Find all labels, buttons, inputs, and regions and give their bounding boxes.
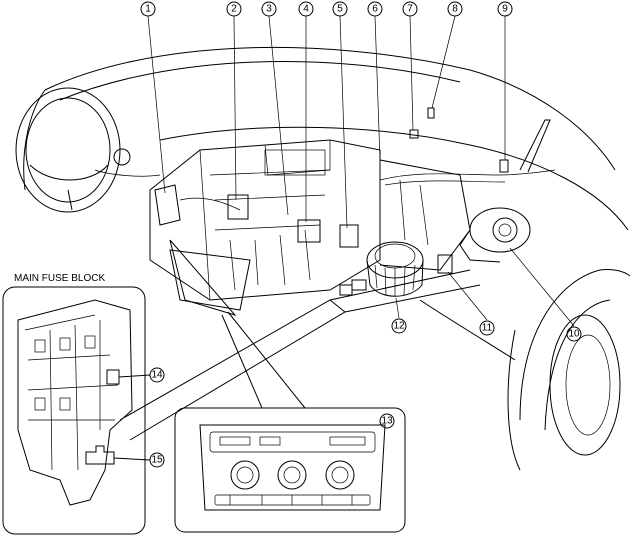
callout-8: 8 <box>447 1 463 17</box>
callout-3: 3 <box>261 1 277 17</box>
callout-11: 11 <box>479 320 495 336</box>
svg-text:6: 6 <box>372 4 378 15</box>
callout-2: 2 <box>226 1 242 17</box>
callout-5: 5 <box>332 1 348 17</box>
callout-14: 14 <box>149 367 165 383</box>
fuse-block-label: MAIN FUSE BLOCK <box>14 273 105 284</box>
callout-7: 7 <box>402 1 418 17</box>
svg-text:15: 15 <box>151 455 163 466</box>
steering-wheel <box>15 87 161 213</box>
callout-10: 10 <box>566 326 582 342</box>
leader-lines <box>147 15 575 327</box>
svg-text:1: 1 <box>145 4 151 15</box>
svg-text:11: 11 <box>482 323 493 334</box>
svg-text:2: 2 <box>231 4 237 15</box>
ac-compressor <box>459 119 551 263</box>
callout-1: 1 <box>140 1 156 17</box>
vehicle-body <box>23 46 630 471</box>
svg-text:8: 8 <box>452 4 458 15</box>
svg-text:7: 7 <box>407 4 413 15</box>
svg-text:14: 14 <box>151 370 163 381</box>
callout-12: 12 <box>391 318 407 334</box>
callout-4: 4 <box>298 1 314 17</box>
callout-9: 9 <box>497 1 513 17</box>
svg-text:13: 13 <box>381 416 393 427</box>
svg-text:10: 10 <box>568 329 580 340</box>
main-fuse-block-inset: MAIN FUSE BLOCK <box>2 273 151 535</box>
svg-text:12: 12 <box>393 321 405 332</box>
svg-text:4: 4 <box>303 4 309 15</box>
callout-13: 13 <box>379 413 395 429</box>
refrigerant-lines <box>339 107 556 296</box>
svg-text:9: 9 <box>502 4 508 15</box>
svg-text:3: 3 <box>266 4 272 15</box>
svg-text:5: 5 <box>337 4 343 15</box>
callout-15: 15 <box>149 452 165 468</box>
climate-control-panel-inset <box>169 239 406 533</box>
callout-6: 6 <box>367 1 383 17</box>
